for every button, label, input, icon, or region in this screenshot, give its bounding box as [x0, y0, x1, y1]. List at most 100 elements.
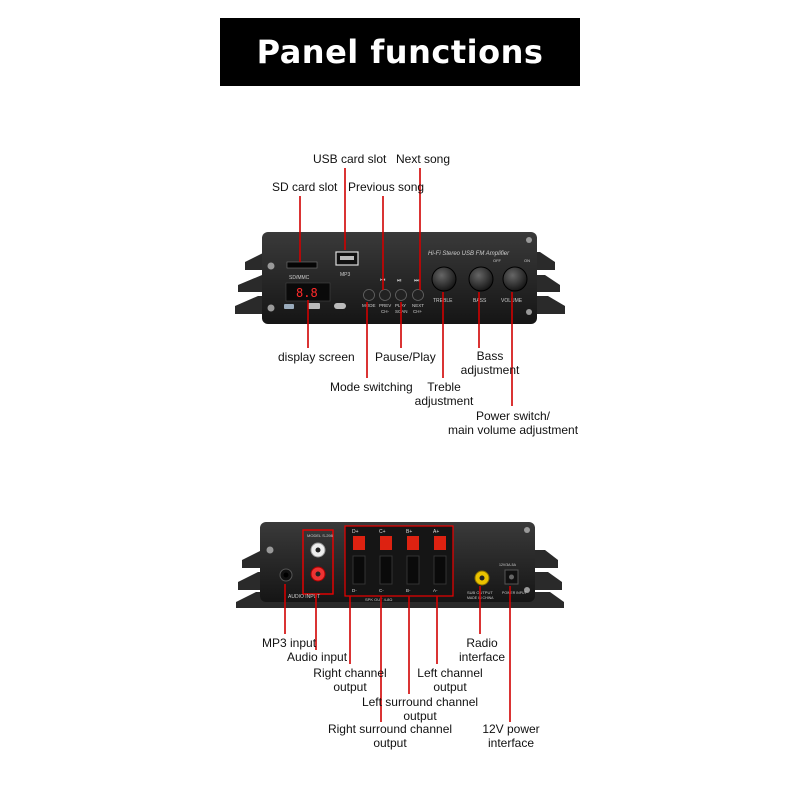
screw [266, 546, 274, 554]
next-button [412, 289, 424, 301]
title-bar: Panel functions [220, 18, 580, 86]
label-12v-power-line1: 12V power [482, 722, 540, 736]
mp3-input-hole [283, 572, 289, 578]
label-bass: Bass adjustment [458, 349, 522, 377]
rca-white-hole [315, 547, 321, 553]
page-title: Panel functions [256, 33, 544, 71]
dc-power-pin [509, 574, 514, 580]
label-left-channel: Left channel output [410, 666, 490, 694]
next-sub-text: CH+ [413, 309, 422, 314]
rear-leader-lines [284, 584, 511, 722]
play-icon: ⏯ [397, 277, 402, 284]
label-left-channel-line1: Left channel [417, 666, 483, 680]
d-plus-text: D+ [352, 529, 359, 535]
label-mode-switching: Mode switching [330, 380, 413, 394]
dc-rating-text: 12V/3A-5A [499, 563, 517, 567]
terminal-b-red [407, 536, 419, 550]
label-12v-power-line2: interface [487, 736, 535, 750]
bass-text: BASS [473, 298, 487, 304]
display-readout: 8.8 [296, 286, 318, 300]
on-text: ON [524, 258, 530, 263]
rca-red-hole [315, 571, 321, 577]
label-previous-song: Previous song [348, 180, 425, 194]
model-text: MODEL S-298 [307, 533, 334, 538]
next-text: NEXT [412, 303, 424, 308]
terminal-b-black [406, 555, 420, 585]
volume-knob [502, 266, 528, 292]
label-left-surround-line2: output [403, 709, 437, 723]
off-text: OFF [493, 258, 502, 263]
b-plus-text: B+ [406, 529, 412, 535]
screw [524, 527, 530, 533]
prev-text: PREV [379, 303, 391, 308]
b-minus-text: B- [406, 588, 411, 593]
bass-knob [468, 266, 494, 292]
front-leader-lines [299, 168, 513, 406]
label-right-channel: Right channel output [310, 666, 390, 694]
label-mp3-input: MP3 input [262, 636, 317, 650]
audio-input-text: AUDIO INPUT [288, 594, 320, 600]
label-pause-play: Pause/Play [375, 350, 436, 364]
terminal-c-black [379, 555, 393, 585]
terminal-a-black [433, 555, 447, 585]
screw [524, 587, 530, 593]
label-power-switch: Power switch/ main volume adjustment [443, 409, 583, 437]
label-12v-power: 12V power interface [476, 722, 546, 750]
speaker-note-text: SPK OUT 4-8Ω [365, 597, 392, 602]
usb-port-tongue [340, 256, 354, 260]
label-sd-card-slot: SD card slot [272, 180, 338, 194]
sd-indicator-icon [308, 303, 320, 309]
mode-button [363, 289, 375, 301]
a-plus-text: A+ [433, 529, 439, 535]
terminal-a-red [434, 536, 446, 550]
front-panel-body [262, 232, 537, 324]
next-icon: ⏭ [414, 277, 420, 284]
prev-button [379, 289, 391, 301]
brand-text: Hi-Fi Stereo USB FM Amplifier [428, 251, 510, 257]
terminal-c-red [380, 536, 392, 550]
label-right-channel-line1: Right channel [313, 666, 387, 680]
label-treble: Treble adjustment [410, 380, 478, 408]
usb-indicator-icon [284, 304, 294, 309]
label-treble-line2: adjustment [414, 394, 474, 408]
c-plus-text: C+ [379, 529, 386, 535]
label-right-channel-line2: output [333, 680, 367, 694]
label-left-surround: Left surround channel output [355, 695, 485, 723]
a-minus-text: A- [433, 588, 438, 593]
label-left-channel-line2: output [433, 680, 467, 694]
label-power-line2: main volume adjustment [447, 423, 579, 437]
screw [267, 304, 275, 312]
sd-slot-label: SD/MMC [289, 275, 310, 281]
label-audio-input: Audio input [287, 650, 348, 664]
label-right-surround-line2: output [373, 736, 407, 750]
label-bass-line1: Bass [476, 349, 504, 363]
treble-knob [431, 266, 457, 292]
sub-output-hole [479, 575, 485, 581]
label-power-line1: Power switch/ [475, 409, 551, 423]
label-treble-line1: Treble [427, 380, 461, 394]
screw [267, 262, 275, 270]
label-right-surround-line1: Right surround channel [327, 722, 453, 736]
fm-indicator-icon [334, 303, 346, 309]
label-left-surround-line1: Left surround channel [361, 695, 479, 709]
label-bass-line2: adjustment [460, 363, 520, 377]
screw [526, 309, 532, 315]
front-amplifier: SD/MMC MP3 Hi-Fi Stereo USB FM Amplifier… [235, 232, 565, 324]
label-next-song: Next song [396, 152, 451, 166]
label-radio-line1: Radio [466, 636, 498, 650]
c-minus-text: C- [379, 588, 384, 593]
screw [526, 237, 532, 243]
terminal-d-black [352, 555, 366, 585]
audio-input-highlight [302, 529, 334, 595]
label-display-screen: display screen [278, 350, 355, 364]
d-minus-text: D- [352, 588, 357, 593]
prev-sub-text: CH- [381, 309, 389, 314]
label-radio-line2: interface [458, 650, 506, 664]
rear-amplifier: MODEL S-298 AUDIO INPUT D+ C+ B+ A+ D- C… [236, 522, 564, 608]
sd-card-slot [286, 261, 318, 269]
label-radio-interface: Radio interface [452, 636, 512, 664]
play-button [395, 289, 407, 301]
mp3-label: MP3 [340, 272, 351, 278]
mode-text: MODE [362, 303, 376, 308]
